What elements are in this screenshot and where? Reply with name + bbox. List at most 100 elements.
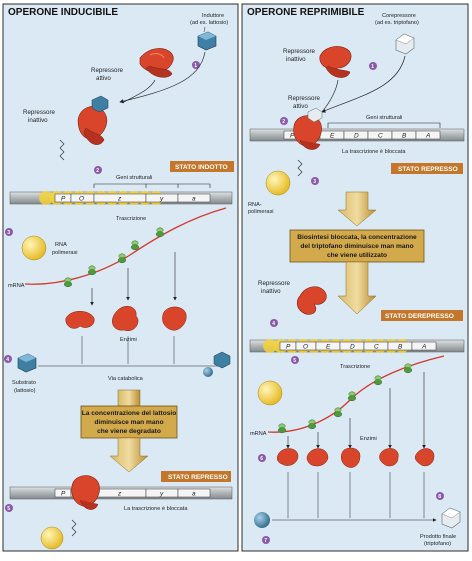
gene-a-b: a (192, 491, 196, 498)
callout-left-line-3: che viene degradato (97, 428, 161, 435)
down-arrow-left (109, 437, 149, 473)
inactive-repressor-right-label-2: inattivo (286, 56, 306, 63)
corepressor-example: (ad es. triptofano) (375, 20, 419, 26)
product-molecule-icon-left (213, 351, 231, 369)
gene-O-left: O (79, 196, 84, 203)
inactive-repressor-b-label-2: inattivo (261, 288, 281, 295)
state-induced-box (170, 161, 234, 172)
left-title: OPERONE INDUCIBILE (8, 7, 118, 18)
gene-A-b: A (421, 344, 426, 351)
svg-text:1: 1 (371, 64, 374, 70)
final-product-molecule-icon (441, 507, 461, 529)
step-3-badge (5, 228, 13, 236)
gene-segments-induced (54, 193, 211, 203)
state-repressed-box-right (391, 163, 463, 174)
state-repressed-box-left (161, 471, 231, 482)
svg-text:4: 4 (272, 321, 275, 327)
left-panel (2, 3, 239, 552)
inactive-repressor-b-label-1: Repressore (258, 280, 291, 287)
rna-polymerase-icon-right-b (257, 380, 283, 406)
gene-O-right-b: O (303, 344, 308, 351)
svg-text:5: 5 (293, 358, 296, 364)
inactive-repressor-label-1: Repressore (23, 109, 56, 116)
gene-C: C (378, 133, 383, 140)
blocked-label-right: La trascrizione è bloccata (342, 149, 406, 155)
svg-text:7: 7 (264, 538, 267, 544)
step-7-badge-right (262, 536, 270, 544)
step-2-badge-right (280, 117, 288, 125)
rna-polymerase-icon-right (265, 170, 291, 196)
final-product-label-1: Prodotto finale (420, 534, 456, 540)
gene-P-right-b: P (286, 344, 291, 351)
enzymes-right-icons (277, 447, 435, 468)
gene-segments-derepressed (279, 341, 437, 351)
inactive-repressor-icon-right (319, 46, 352, 78)
active-repressor-icon (139, 48, 174, 78)
substrate-label-1: Substrato (12, 380, 36, 386)
rna-polymerase-icon-left-b (40, 526, 64, 550)
inducer-binding-arrow (119, 51, 206, 104)
gene-P-left-b: P (61, 491, 66, 498)
corepressor-binding-arrow (321, 55, 406, 113)
precursor-sphere-icon (254, 512, 270, 528)
svg-text:4: 4 (6, 357, 9, 363)
inactive-repressor-right-label-1: Repressore (283, 48, 316, 55)
gene-D: D (354, 133, 359, 140)
enzyme-y-icon (112, 305, 139, 332)
rna-polymerase-label-left-1: RNA (55, 242, 67, 248)
gene-C-b: C (374, 344, 379, 351)
bound-repressor-icon-left (71, 475, 100, 510)
state-induced-label: STATO INDOTTO (175, 164, 228, 171)
state-repressed-label-left: STATO REPRESSO (168, 474, 228, 481)
blocked-label-left: La trascrizione è bloccata (124, 506, 188, 512)
gene-B-b: B (398, 344, 403, 351)
step-4-badge (4, 355, 12, 363)
active-repressor-label-2: attivo (96, 75, 111, 82)
gene-z-b: z (117, 491, 122, 498)
callout-left-line-2: diminuisce man mano (94, 419, 163, 426)
step-1-badge-right (369, 62, 377, 70)
rna-polymerase-label-right-2: polimerasi (248, 209, 274, 215)
gene-z: z (117, 196, 122, 203)
inducer-label: Induttore (202, 13, 224, 19)
callout-right-line-3: che viene utilizzato (327, 252, 387, 259)
callout-right-line-1: Biosintesi bloccata, la concentrazione (297, 234, 417, 241)
substrate-label-2: (lattosio) (14, 388, 36, 394)
gene-E-b: E (326, 344, 331, 351)
mrna-strand-left (24, 207, 227, 285)
inactive-repressor-icon (77, 95, 109, 145)
down-arrow-right-2 (337, 261, 377, 315)
inactive-repressor-label-2: inattivo (28, 117, 48, 124)
state-repressed-label-right: STATO REPRESSO (398, 166, 458, 173)
step-1-badge (192, 61, 200, 69)
active-repressor-label-1: Repressore (91, 67, 124, 74)
step-4-badge-right (270, 319, 278, 327)
substrate-molecule-icon (17, 353, 37, 373)
state-derepressed-box (381, 310, 463, 321)
rna-polymerase-label-left-2: polimerasi (52, 250, 78, 256)
active-repressor-right-label-2: attivo (293, 103, 308, 110)
bound-repressor-icon-right (293, 107, 323, 150)
state-derepressed-label: STATO DEREPRESSO (385, 313, 454, 320)
released-repressor-icon-right (296, 286, 327, 315)
enzyme-a-icon (162, 306, 187, 331)
callout-box-right (289, 229, 425, 263)
gene-a: a (192, 196, 196, 203)
gene-P-left: P (61, 196, 66, 203)
svg-text:2: 2 (282, 119, 285, 125)
structural-genes-label-left: Geni strutturali (116, 175, 152, 181)
structural-genes-label-right: Geni strutturali (366, 115, 402, 121)
enzymes-label-left: Enzimi (120, 337, 137, 343)
enzymes-label-right: Enzimi (360, 436, 377, 442)
step-2-badge (94, 166, 102, 174)
step-5-badge (5, 504, 13, 512)
svg-text:8: 8 (438, 494, 441, 500)
callout-right-line-2: del triptofano diminuisce man mano (300, 243, 413, 250)
svg-text:3: 3 (7, 230, 10, 236)
step-5-badge-right (291, 356, 299, 364)
gene-A: A (425, 133, 430, 140)
rna-polymerase-icon-left (21, 235, 47, 261)
step-3-badge-right (311, 177, 319, 185)
gene-y: y (159, 196, 164, 203)
